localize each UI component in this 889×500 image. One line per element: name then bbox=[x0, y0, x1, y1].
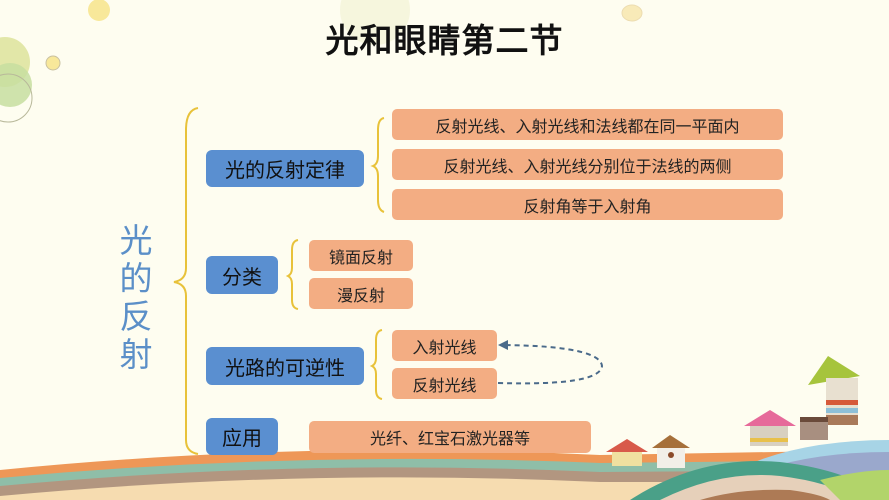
circle-decoration-icon bbox=[88, 0, 110, 21]
category-application: 应用 bbox=[206, 418, 278, 455]
bracket-icon bbox=[285, 239, 299, 310]
main-bracket-icon bbox=[173, 107, 199, 455]
detail-item: 光纤、红宝石激光器等 bbox=[309, 421, 591, 453]
reversible-arrow-icon bbox=[497, 344, 604, 385]
detail-item: 漫反射 bbox=[309, 278, 413, 309]
detail-item: 反射角等于入射角 bbox=[392, 189, 783, 220]
bracket-icon bbox=[370, 117, 385, 213]
page-title: 光和眼睛第二节 bbox=[325, 21, 564, 60]
topic-label: 光的反射 bbox=[119, 221, 153, 374]
category-reversibility: 光路的可逆性 bbox=[206, 347, 364, 385]
category-classification: 分类 bbox=[206, 256, 278, 294]
detail-item: 镜面反射 bbox=[309, 240, 413, 271]
bracket-icon bbox=[369, 329, 383, 400]
houses-illustration bbox=[606, 356, 860, 468]
detail-item: 入射光线 bbox=[392, 330, 497, 361]
detail-item: 反射光线、入射光线分别位于法线的两侧 bbox=[392, 149, 783, 180]
category-law-of-reflection: 光的反射定律 bbox=[206, 150, 364, 187]
arrow-head-icon bbox=[498, 340, 508, 350]
detail-item: 反射光线 bbox=[392, 368, 497, 399]
detail-item: 反射光线、入射光线和法线都在同一平面内 bbox=[392, 109, 783, 140]
